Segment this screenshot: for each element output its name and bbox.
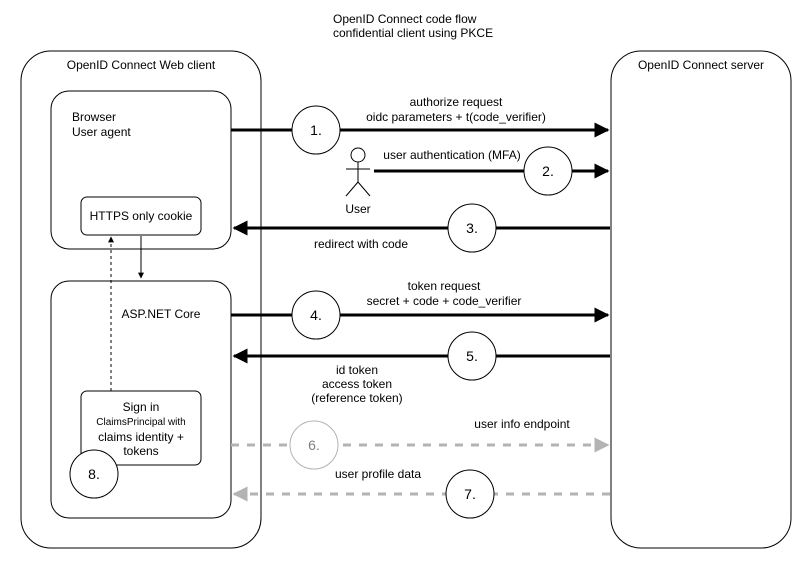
step5-label-line3: (reference token): [311, 391, 402, 405]
step8-number: 8.: [88, 466, 100, 482]
step4-number: 4.: [310, 307, 322, 323]
step1-circle: [291, 105, 341, 155]
web-client-label: OpenID Connect Web client: [67, 58, 216, 72]
step5-circle: [447, 331, 497, 381]
step3-label: redirect with code: [314, 237, 408, 251]
step4-circle: [291, 290, 341, 340]
step1-label-line2: oidc parameters + t(code_verifier): [366, 110, 546, 124]
signin-box: [80, 390, 202, 466]
step6-number: 6.: [308, 437, 320, 453]
signin-line3: claims identity +: [98, 430, 184, 444]
step1-label-line1: authorize request: [410, 95, 503, 109]
step1-number: 1.: [310, 122, 322, 138]
step7-circle: [445, 469, 495, 519]
diagram-title-line1: OpenID Connect code flow: [333, 12, 477, 26]
diagram-title-line2: confidential client using PKCE: [333, 26, 493, 40]
cookie-box: [80, 196, 202, 236]
user-actor-icon: [345, 147, 371, 197]
step5-label-line2: access token: [322, 377, 392, 391]
signin-line1: Sign in: [123, 400, 160, 414]
browser-label: Browser: [72, 110, 116, 124]
user-label: User: [345, 202, 370, 216]
step5-number: 5.: [466, 348, 478, 364]
aspnet-label: ASP.NET Core: [122, 307, 201, 321]
step4-label-line2: secret + code + code_verifier: [367, 294, 522, 308]
step7-number: 7.: [464, 486, 476, 502]
step6-label: user info endpoint: [474, 417, 570, 431]
server-label: OpenID Connect server: [638, 58, 764, 72]
step5-label-line1: id token: [336, 363, 378, 377]
step8-circle: [69, 449, 119, 499]
signin-line2: ClaimsPrincipal with: [96, 417, 185, 428]
server-container: [610, 50, 792, 549]
step4-label-line1: token request: [408, 279, 481, 293]
step7-label: user profile data: [335, 467, 421, 481]
step2-label: user authentication (MFA): [383, 148, 520, 162]
cookie-label: HTTPS only cookie: [90, 209, 193, 223]
signin-line4: tokens: [123, 444, 158, 458]
step6-circle: [289, 420, 339, 470]
step2-circle: [523, 146, 573, 196]
step2-number: 2.: [542, 163, 554, 179]
step3-number: 3.: [466, 220, 478, 236]
user-agent-label: User agent: [72, 125, 131, 139]
step3-circle: [447, 203, 497, 253]
